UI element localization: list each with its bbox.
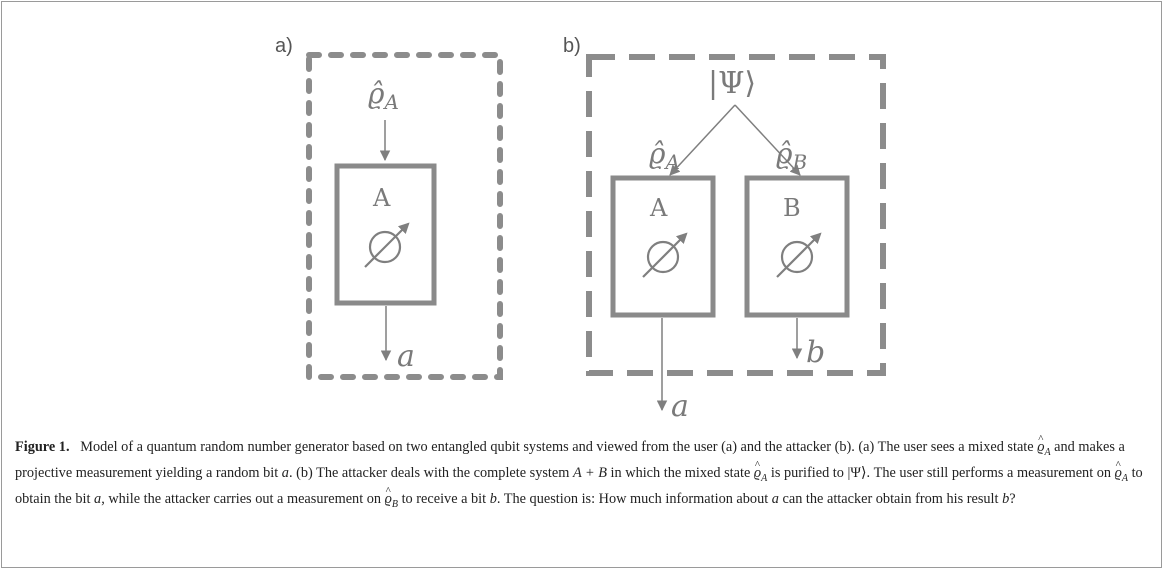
panel-b-detector-box-a <box>610 175 716 318</box>
panel-a: a) ϱ̂A A a <box>275 35 503 380</box>
panel-a-output-bit: a <box>397 339 415 374</box>
panel-b-detector-box-b <box>744 175 850 318</box>
panel-b-right-arrow <box>734 104 801 176</box>
caption-heading: Figure 1. <box>15 439 70 455</box>
panel-a-label: a) <box>275 35 293 57</box>
panel-b-label: b) <box>563 35 581 57</box>
panel-b-left-state: ϱ̂A <box>649 137 680 174</box>
panel-b: b) |Ψ⟩ ϱ̂A ϱ̂B A B a b <box>563 35 886 424</box>
figure-caption: Figure 1. Model of a quantum random numb… <box>15 433 1143 510</box>
panel-a-detector-box <box>334 163 437 306</box>
figure-diagram: a) ϱ̂A A a b) |Ψ⟩ ϱ̂A ϱ̂B A B <box>275 35 886 424</box>
panel-b-box-b-label: B <box>783 194 801 222</box>
panel-b-left-arrow <box>669 104 736 176</box>
panel-a-box-label: A <box>372 184 391 212</box>
panel-a-meter-icon <box>364 222 410 268</box>
panel-b-right-state: ϱ̂B <box>776 137 807 174</box>
panel-b-box-a-label: A <box>649 194 668 222</box>
panel-b-output-bit-b: b <box>806 335 825 370</box>
panel-b-source-state: |Ψ⟩ <box>708 66 756 101</box>
panel-b-dashed-boundary <box>586 54 886 376</box>
panel-b-output-bit-a: a <box>671 389 689 424</box>
panel-b-meter-icon-b <box>776 232 822 278</box>
panel-b-meter-icon-a <box>642 232 688 278</box>
panel-a-dashed-boundary <box>306 52 503 380</box>
panel-a-input-state: ϱ̂A <box>368 77 399 114</box>
